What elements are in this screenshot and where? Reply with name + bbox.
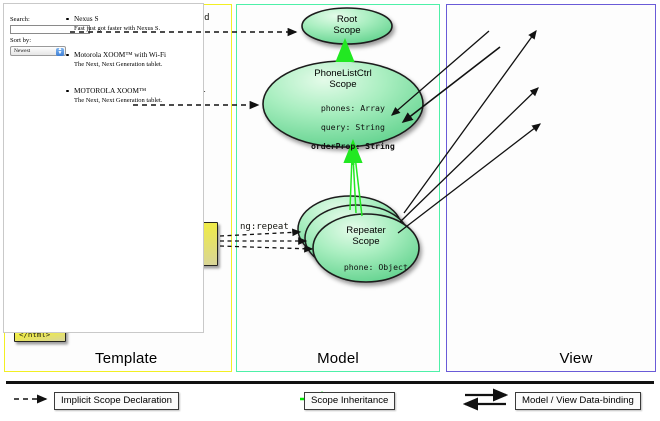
- arrow-label-repeat: ng:repeat: [240, 222, 289, 232]
- bullet-icon: [66, 17, 69, 21]
- sort-label: Sort by:: [10, 37, 32, 44]
- legend-model-view-data-binding: Model / View Data-binding: [515, 392, 641, 410]
- phone-snippet: Fast just got faster with Nexus S.: [74, 25, 161, 32]
- legend-divider: [6, 381, 654, 384]
- column-view: View: [446, 4, 656, 372]
- phone-snippet: The Next, Next Generation tablet.: [74, 61, 163, 68]
- column-model: Model: [236, 4, 440, 372]
- search-label: Search:: [10, 16, 30, 23]
- column-label-view: View: [559, 350, 593, 367]
- legend-implicit-scope-declaration: Implicit Scope Declaration: [54, 392, 179, 410]
- view-browser-pane: Search: Sort by: Newest ▲▼ Nexus S Fast …: [3, 3, 204, 333]
- bullet-icon: [66, 89, 69, 93]
- sort-select-value: Newest: [14, 48, 31, 54]
- phone-name: Motorola XOOM™ with Wi-Fi: [74, 50, 167, 59]
- column-label-template: Template: [95, 350, 158, 367]
- phone-name: MOTOROLA XOOM™: [74, 86, 147, 95]
- phone-name: Nexus S: [74, 14, 99, 23]
- sort-select[interactable]: Newest ▲▼: [10, 46, 66, 56]
- search-input[interactable]: [10, 25, 90, 34]
- chevron-down-icon: ▲▼: [56, 46, 64, 56]
- bullet-icon: [66, 53, 69, 57]
- legend-scope-inheritance: Scope Inheritance: [304, 392, 396, 410]
- column-label-model: Model: [317, 350, 359, 367]
- phone-snippet: The Next, Next Generation tablet.: [74, 97, 163, 104]
